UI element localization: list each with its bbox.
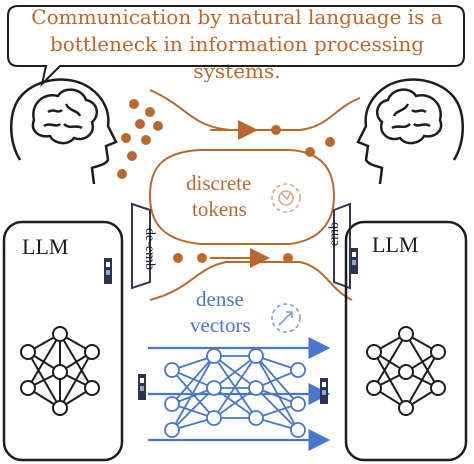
vectors-label: vectors [190, 313, 251, 337]
token-flow-dots [173, 125, 335, 263]
svg-text:de-emb: de-emb [142, 228, 157, 270]
right-vector-bar [320, 378, 328, 404]
left-vector-bar [138, 374, 146, 400]
gear-icon [271, 183, 301, 213]
right-brain-head-icon [356, 78, 464, 185]
left-brain-head-icon [10, 78, 118, 185]
blue-gear-icon [271, 303, 301, 333]
de-emb-block: de-emb [131, 202, 157, 290]
dense-neural-network [164, 348, 306, 438]
right-llm-label: LLM [372, 232, 418, 257]
caption-line-2: bottleneck in information processing sys… [49, 32, 425, 83]
right-llm-box: LLM [344, 220, 468, 462]
left-llm-label: LLM [22, 234, 68, 259]
token-dots-cluster [117, 99, 163, 179]
left-neural-network-icon [20, 326, 100, 416]
tokens-label: tokens [192, 197, 247, 221]
token-channel [148, 89, 361, 301]
caption-bubble-text: Communication by natural language is a b… [14, 4, 460, 85]
dense-label: dense [196, 287, 244, 311]
discrete-label: discrete [186, 171, 251, 195]
speech-bubble [7, 5, 465, 88]
right-neural-network-icon [366, 326, 446, 416]
caption-line-1: Communication by natural language is a [31, 5, 443, 29]
svg-text:emb: emb [327, 222, 342, 246]
vector-arrows [148, 337, 331, 451]
left-llm-box: LLM [2, 220, 124, 462]
